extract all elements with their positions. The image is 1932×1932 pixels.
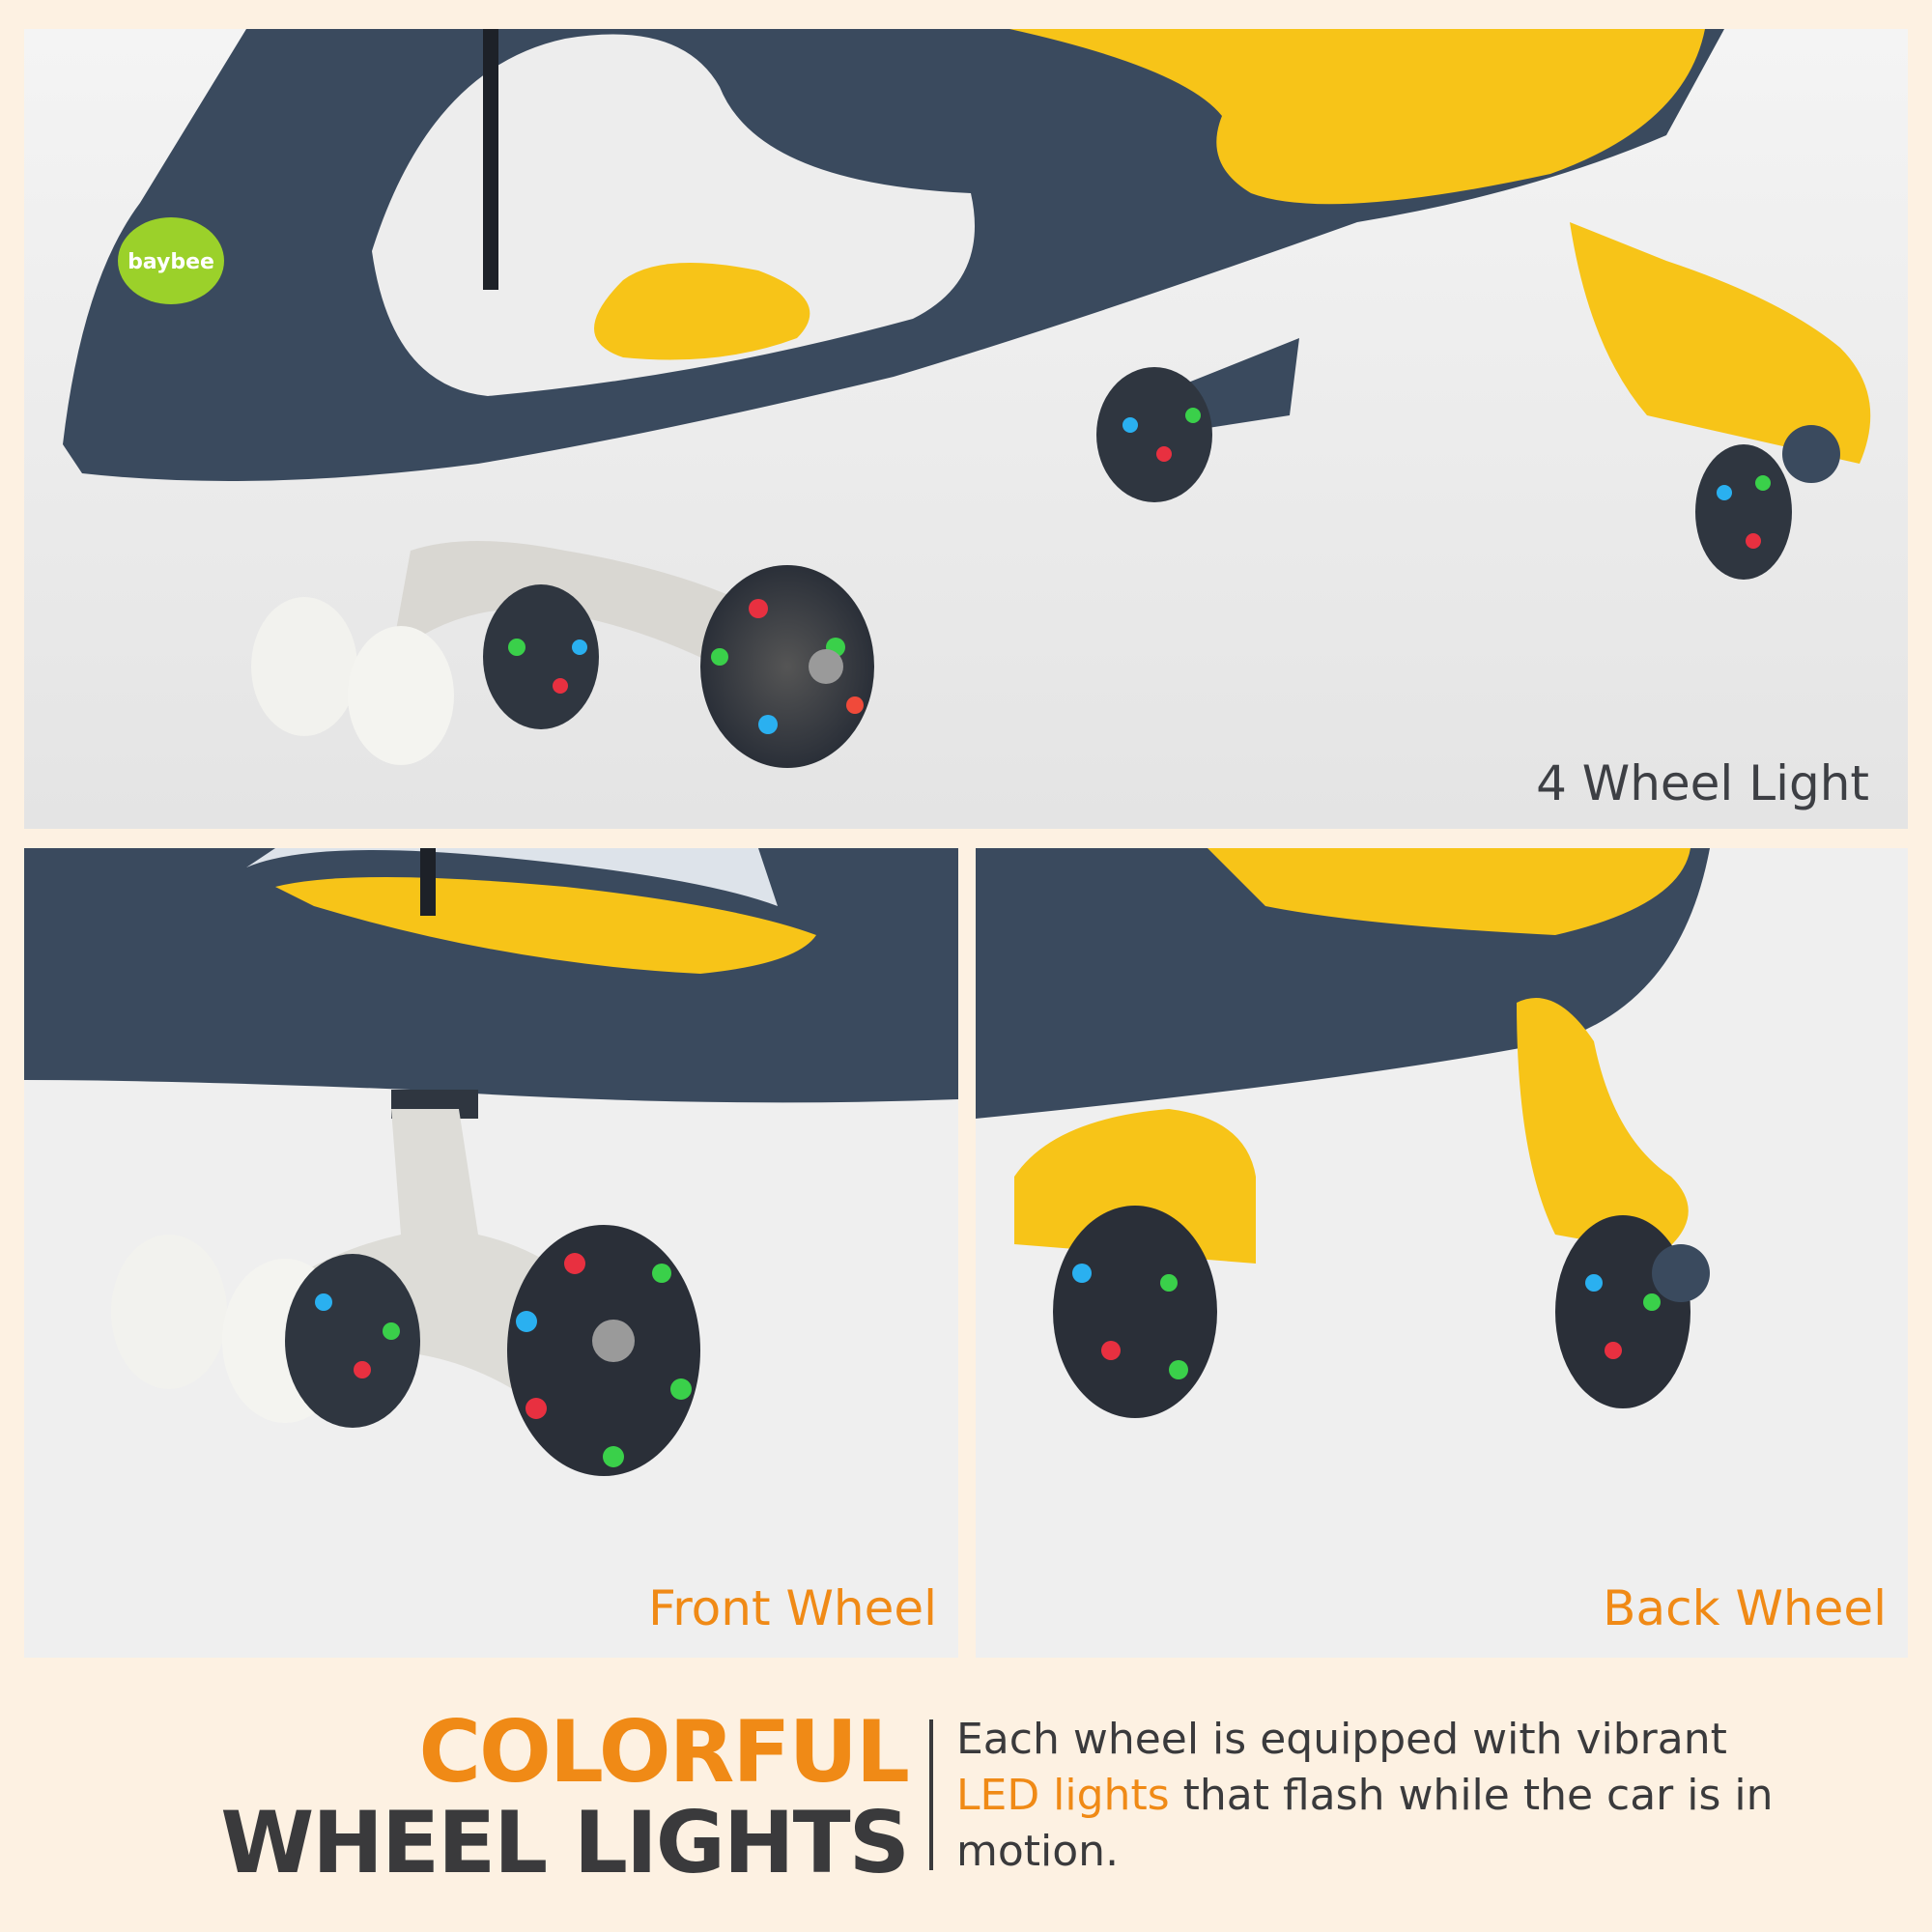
seat xyxy=(1009,29,1705,205)
white-training-wheel xyxy=(348,626,454,765)
led-wheel xyxy=(700,565,874,768)
steering-rod xyxy=(483,29,498,290)
seat xyxy=(1208,848,1690,935)
rear-leg xyxy=(1517,998,1689,1254)
white-training-wheel xyxy=(111,1235,227,1389)
front-caption: Front Wheel xyxy=(648,1580,937,1636)
back-caption: Back Wheel xyxy=(1603,1580,1887,1636)
svg-text:baybee: baybee xyxy=(128,250,214,274)
led-wheel xyxy=(285,1254,420,1428)
back-wheel-illustration xyxy=(976,848,1908,1658)
top-caption: 4 Wheel Light xyxy=(1536,755,1869,811)
vertical-divider xyxy=(929,1719,933,1870)
led-wheel xyxy=(1053,1206,1217,1418)
headline: COLORFUL WHEEL LIGHTS xyxy=(220,1702,910,1892)
headline-line-2: WHEEL LIGHTS xyxy=(220,1793,910,1892)
led-wheel xyxy=(483,584,599,729)
ride-on-car-illustration: baybee xyxy=(24,29,1908,829)
front-wheel-illustration xyxy=(24,848,958,1658)
feature-description: Each wheel is equipped with vibrant LED … xyxy=(956,1712,1922,1880)
description-part-2: that flash while the car is in motion. xyxy=(956,1771,1774,1876)
led-wheel xyxy=(1096,367,1212,502)
description-part-1: Each wheel is equipped with vibrant xyxy=(956,1715,1727,1764)
white-training-wheel xyxy=(251,597,357,736)
front-wheel-photo: Front Wheel xyxy=(24,848,958,1658)
led-wheel xyxy=(1695,425,1840,580)
back-wheel-photo: Back Wheel xyxy=(976,848,1908,1658)
steering-rod xyxy=(420,848,436,916)
rear-leg xyxy=(1014,1109,1256,1264)
footrest xyxy=(275,877,816,974)
led-wheel xyxy=(507,1225,700,1476)
brand-logo: baybee xyxy=(118,217,224,304)
rear-leg xyxy=(1570,222,1871,464)
top-product-photo: baybee 4 Wheel Light xyxy=(24,29,1908,829)
headline-line-1: COLORFUL xyxy=(418,1702,910,1802)
description-highlight: LED lights xyxy=(956,1771,1170,1820)
led-wheel xyxy=(1555,1215,1710,1408)
footrest xyxy=(594,263,810,360)
